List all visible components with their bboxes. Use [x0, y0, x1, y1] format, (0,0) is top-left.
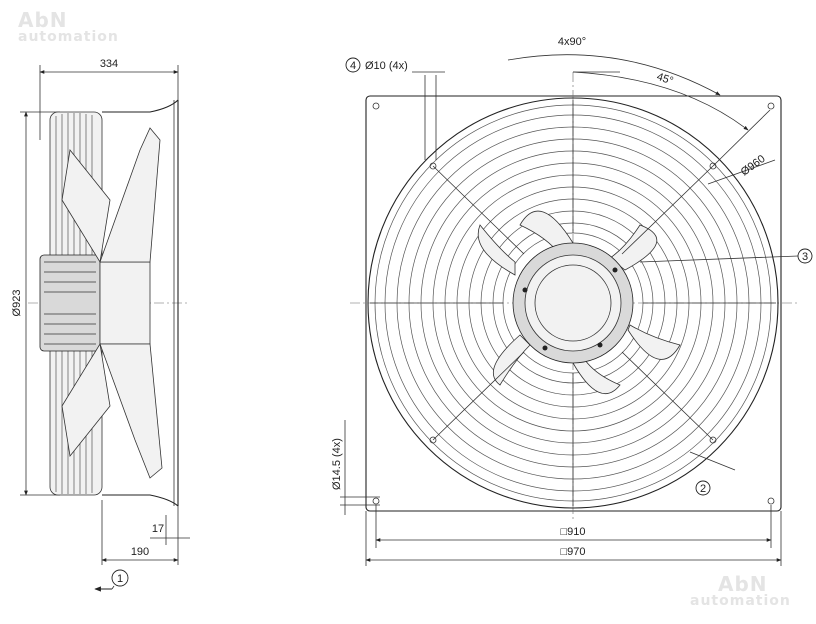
watermark-brand: AbN [718, 572, 768, 596]
side-blade-bottom [99, 343, 163, 479]
watermark-subtitle: automation [690, 593, 791, 609]
dim-holes-side-label: Ø14.5 (4x) [331, 438, 343, 490]
watermark-bottom-right: AbN automation [690, 574, 791, 608]
front-hub-cap [534, 264, 612, 342]
dim-angle-offset-label: 45° [655, 71, 675, 88]
side-hub [99, 261, 151, 345]
side-flange-bottom [102, 494, 179, 507]
watermark-subtitle: automation [18, 29, 119, 45]
side-motor-fins [44, 261, 96, 345]
mount-hole-br [767, 497, 775, 505]
front-blades [477, 210, 681, 395]
marker-4-label: 4 [350, 60, 356, 72]
front-hub-bolts [522, 267, 618, 351]
mount-hole-tr [767, 102, 775, 110]
marker-4-circle [345, 57, 361, 73]
dim-outer-square-label: □970 [561, 546, 586, 558]
marker-2-circle [695, 480, 711, 496]
front-guard-spokes [370, 100, 776, 506]
dim-arc-spacing [507, 54, 721, 96]
marker-3-circle [797, 248, 813, 264]
marker-3-label: 3 [802, 251, 808, 263]
mount-hole-bl [372, 497, 380, 505]
front-view: 4 Ø10 (4x) 4x90° 45° Ø960 3 2 Ø14.5 (4x)… [331, 36, 813, 566]
dim-flange-label: 17 [152, 523, 164, 535]
marker-2-label: 2 [700, 483, 706, 495]
dim-depth-label: 334 [100, 58, 118, 70]
dim-holes-top-label: Ø10 (4x) [365, 60, 408, 72]
dim-arc-offset [572, 71, 749, 131]
marker-1-label: 1 [117, 573, 123, 585]
side-blade-rear-bottom [61, 342, 111, 457]
front-hub-inner [524, 254, 622, 352]
dim-diameter-label: Ø923 [11, 290, 23, 317]
dim-mount-depth-label: 190 [131, 546, 149, 558]
side-motor [39, 254, 101, 352]
dim-circle-label: Ø960 [739, 153, 768, 179]
marker-2-leader [689, 451, 736, 471]
watermark-top-left: AbN automation [18, 10, 119, 44]
side-blade-top [99, 127, 161, 263]
watermark-brand: AbN [18, 8, 68, 32]
marker-3-leader [639, 255, 799, 263]
front-guard-mounts [429, 162, 717, 444]
dim-angle-spacing-label: 4x90° [558, 36, 586, 48]
ext-line-diagonal [712, 109, 771, 167]
side-flange-top [102, 99, 179, 113]
side-blade-rear-top [61, 149, 111, 264]
dim-inner-square-label: □910 [561, 526, 586, 538]
marker-1-leader [111, 585, 115, 590]
side-view: 334 Ø923 [11, 58, 190, 592]
dim-circle-leader [707, 159, 776, 185]
marker-1-circle [111, 569, 129, 587]
mount-hole-tl [372, 102, 380, 110]
front-housing-square [365, 95, 782, 512]
